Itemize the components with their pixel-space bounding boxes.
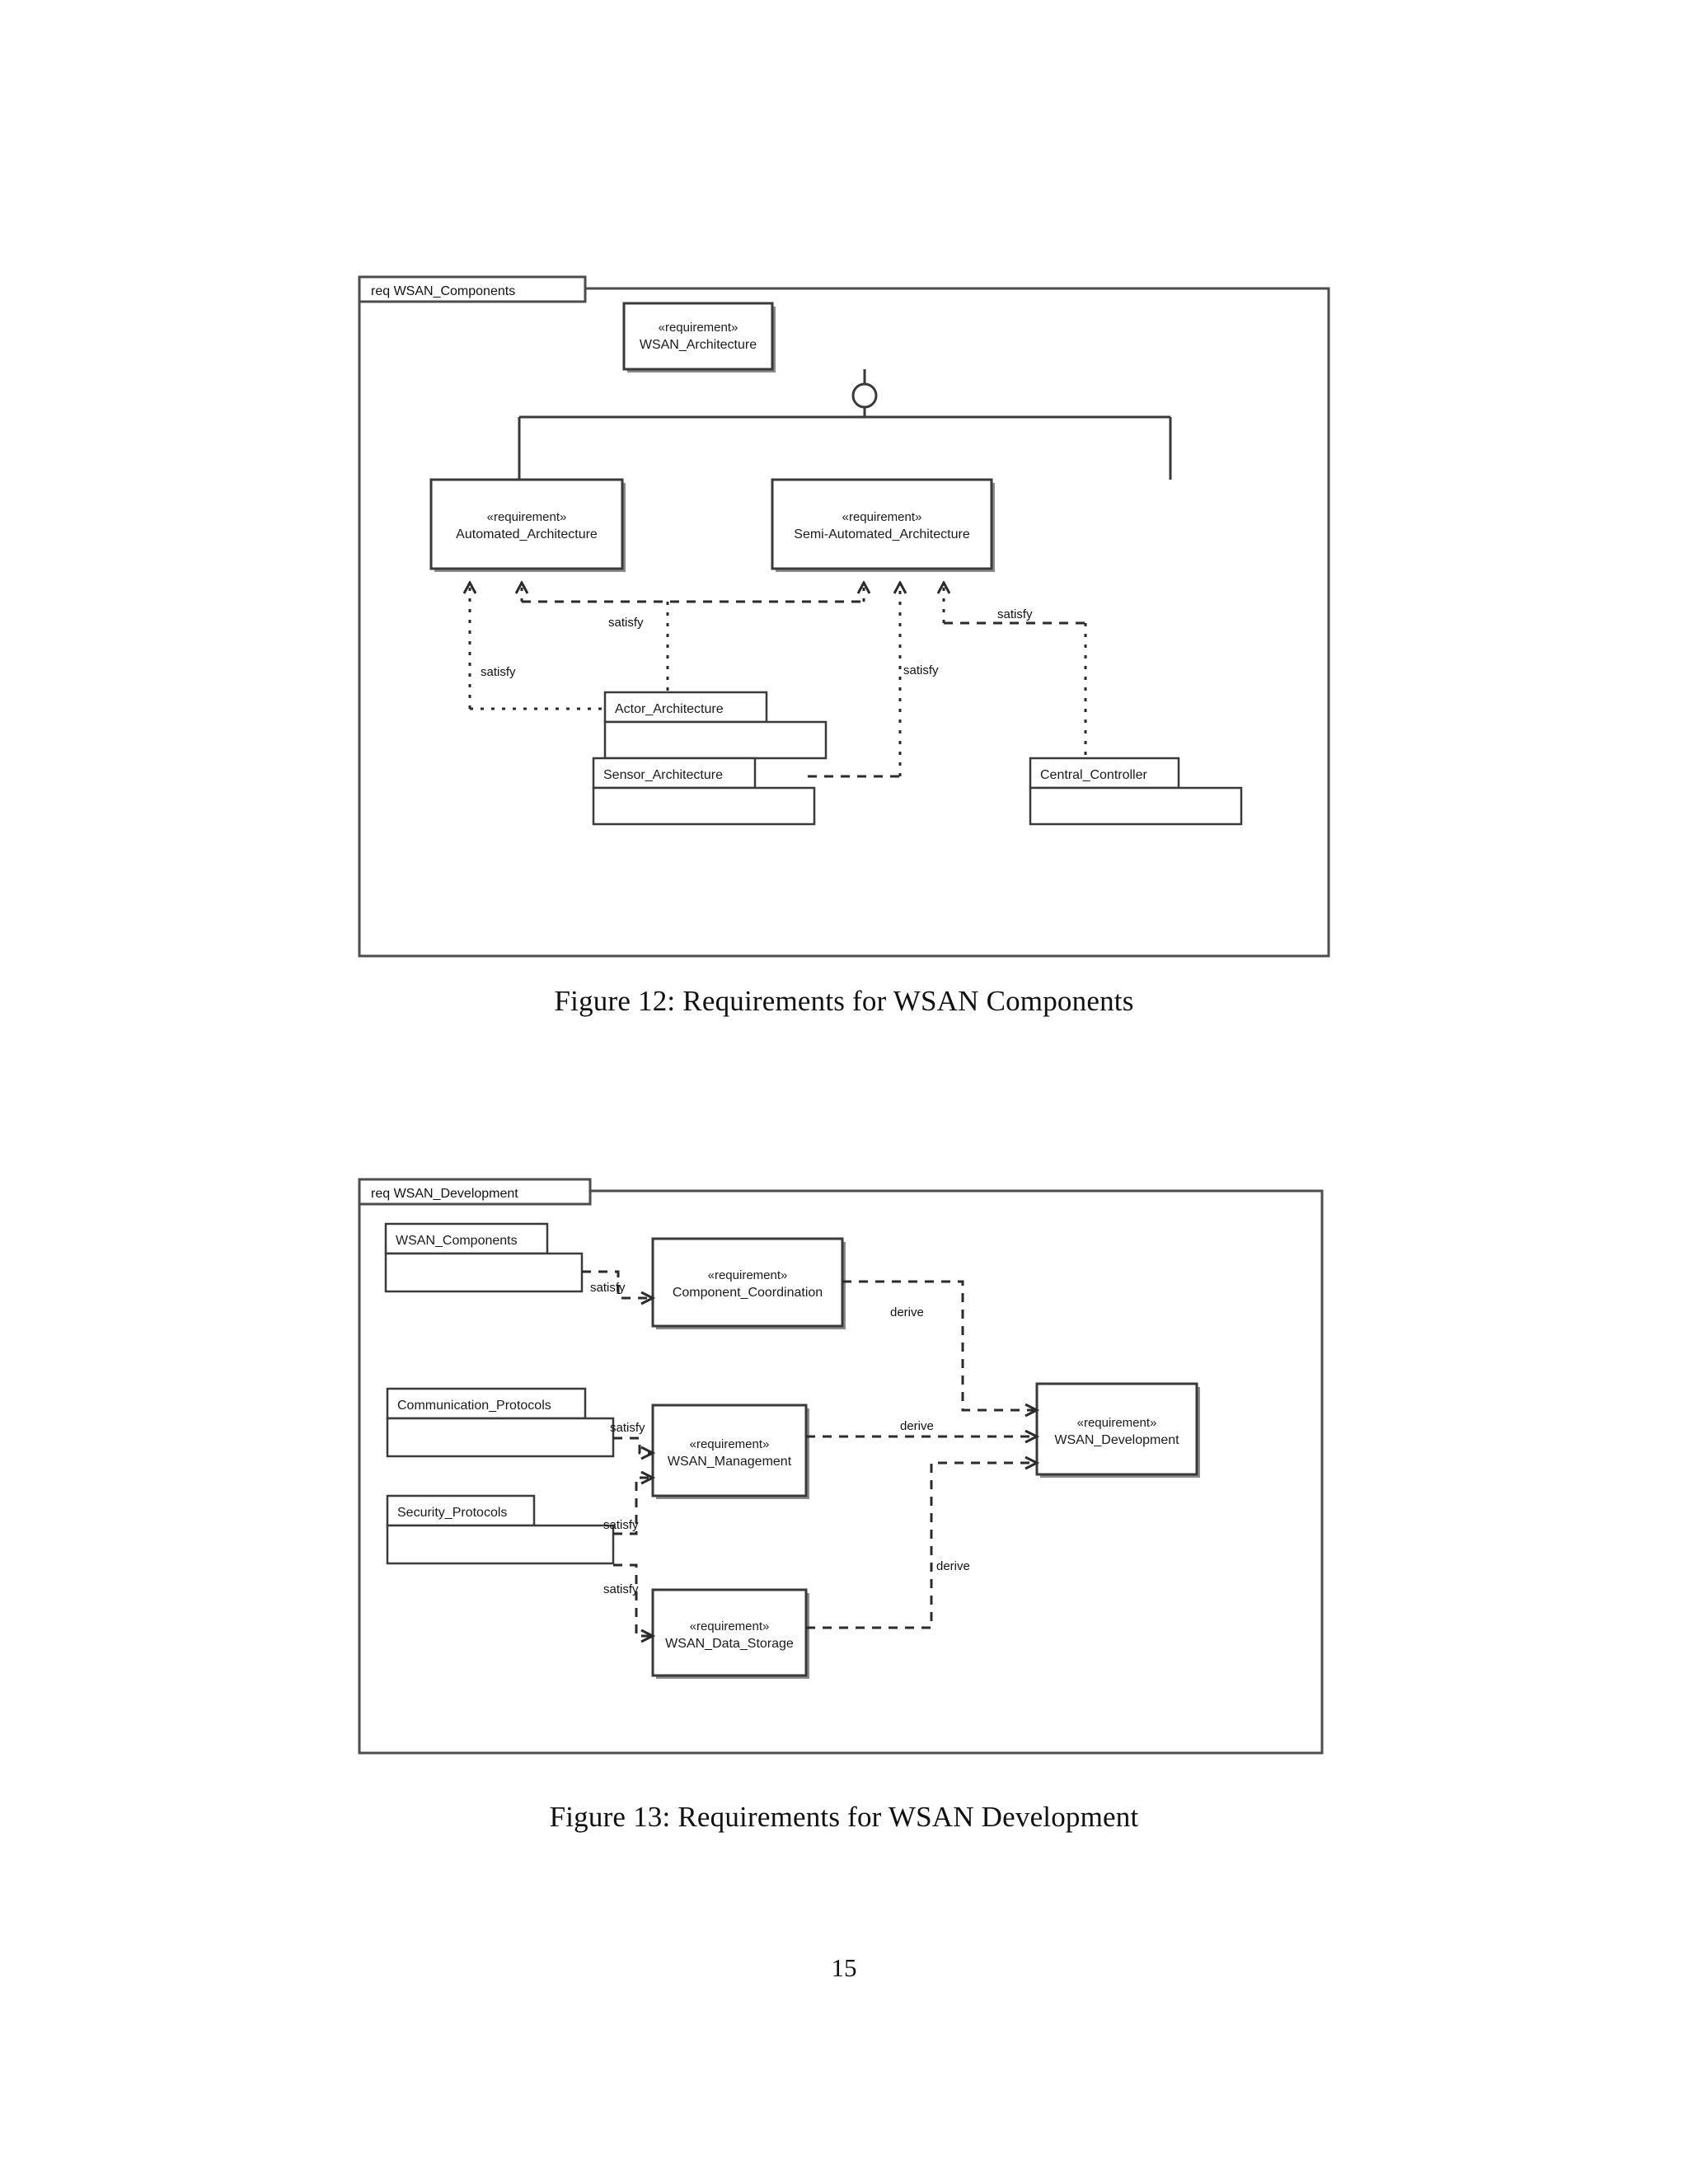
edge-label-derive-3: derive	[936, 1559, 970, 1573]
edge-label-satisfy-left: satisfy	[481, 665, 516, 679]
block-name-central-controller: Central_Controller	[1040, 768, 1148, 782]
stereotype-label: «requirement»	[659, 321, 738, 335]
edge-label-satisfy-1: satisfy	[590, 1281, 626, 1295]
figure-12-svg: req WSAN_Components «requirement» WSAN_A…	[358, 275, 1330, 958]
figure-13-diagram: req WSAN_Development WSAN_Components Com…	[346, 1166, 1343, 1768]
figure-13-caption: Figure 13: Requirements for WSAN Develop…	[549, 1801, 1139, 1833]
req-rect	[651, 1404, 808, 1497]
frame-label: req WSAN_Components	[371, 284, 515, 298]
block-actor-architecture[interactable]: Actor_Architecture	[603, 691, 828, 760]
figure-12-diagram: req WSAN_Components «requirement» WSAN_A…	[346, 264, 1343, 972]
block-body	[384, 1252, 584, 1293]
satisfy-edge-components-coordination	[582, 1270, 653, 1298]
stereotype-label: «requirement»	[690, 1619, 770, 1633]
requirement-box-wsan-development[interactable]: «requirement» WSAN_Development	[1035, 1382, 1200, 1478]
edge-label-satisfy-4: satisfy	[603, 1582, 639, 1596]
stereotype-label: «requirement»	[708, 1268, 788, 1282]
req-rect	[651, 1237, 844, 1328]
requirement-name-wsan-management: WSAN_Management	[668, 1455, 792, 1469]
block-name-actor-architecture: Actor_Architecture	[615, 702, 724, 716]
frame-tab	[358, 1178, 592, 1206]
requirement-box-semi-automated-architecture[interactable]	[771, 478, 993, 570]
satisfy-edge-security-management	[613, 1478, 653, 1535]
stereotype-label: «requirement»	[842, 510, 922, 524]
edge-label-derive-1: derive	[890, 1305, 924, 1319]
block-header	[386, 1387, 587, 1420]
requirement-box-wsan-architecture[interactable]	[622, 302, 774, 371]
requirement-box-wsan-data-storage[interactable]: «requirement» WSAN_Data_Storage	[651, 1588, 809, 1679]
frame-label: req WSAN_Development	[371, 1187, 518, 1201]
block-name-security-protocols: Security_Protocols	[397, 1506, 507, 1520]
page-number: 15	[831, 1953, 857, 1982]
edge-label-satisfy-mid: satisfy	[903, 663, 939, 677]
edge-label-satisfy-2: satisfy	[610, 1421, 645, 1435]
block-name-sensor-architecture: Sensor_Architecture	[603, 768, 723, 782]
figure-13-svg: req WSAN_Development WSAN_Components Com…	[358, 1178, 1324, 1755]
figure-12-caption: Figure 12: Requirements for WSAN Compone…	[554, 985, 1134, 1017]
requirement-name-component-coordination: Component_Coordination	[673, 1286, 823, 1300]
satisfy-edge-security-storage	[613, 1563, 653, 1636]
edge-label-derive-2: derive	[900, 1419, 934, 1433]
block-communication-protocols[interactable]: Communication_Protocols	[386, 1387, 615, 1458]
requirement-box-wsan-management[interactable]: «requirement» WSAN_Management	[651, 1404, 809, 1499]
block-name-wsan-components: WSAN_Components	[396, 1234, 518, 1248]
stereotype-label: «requirement»	[487, 510, 567, 524]
block-body	[603, 720, 828, 760]
block-header	[592, 757, 757, 790]
edge-label-satisfy-top: satisfy	[608, 616, 644, 630]
block-header	[603, 691, 768, 724]
block-body	[386, 1524, 615, 1565]
stereotype-label: «requirement»	[1077, 1416, 1157, 1430]
requirement-box-automated-architecture[interactable]	[429, 478, 624, 570]
containment-circle-icon	[851, 382, 878, 409]
block-body	[592, 786, 816, 826]
req-rect	[651, 1588, 808, 1677]
derive-edge-coordination-development	[842, 1280, 1037, 1410]
satisfy-edge-communication-management	[613, 1436, 653, 1453]
requirement-name-automated-architecture: Automated_Architecture	[456, 527, 598, 541]
edge-label-satisfy-right: satisfy	[997, 607, 1033, 621]
block-name-communication-protocols: Communication_Protocols	[397, 1399, 551, 1413]
block-central-controller[interactable]: Central_Controller	[1029, 757, 1243, 826]
edge-label-satisfy-3: satisfy	[603, 1518, 639, 1532]
requirement-name-wsan-data-storage: WSAN_Data_Storage	[665, 1637, 794, 1651]
frame-tab	[358, 275, 587, 303]
stereotype-label: «requirement»	[690, 1437, 770, 1451]
requirement-box-component-coordination[interactable]: «requirement» Component_Coordination	[651, 1237, 846, 1329]
block-header	[1029, 757, 1180, 790]
block-sensor-architecture[interactable]: Sensor_Architecture	[592, 757, 816, 826]
req-rect	[1035, 1382, 1198, 1476]
block-body	[1029, 786, 1243, 826]
requirement-name-semi-automated-architecture: Semi-Automated_Architecture	[794, 527, 970, 541]
block-body	[386, 1417, 615, 1458]
requirement-name-wsan-development: WSAN_Development	[1054, 1433, 1179, 1447]
block-header	[384, 1222, 549, 1255]
frame-border	[358, 287, 1330, 958]
block-security-protocols[interactable]: Security_Protocols	[386, 1494, 615, 1565]
requirement-name-wsan-architecture: WSAN_Architecture	[640, 338, 757, 352]
